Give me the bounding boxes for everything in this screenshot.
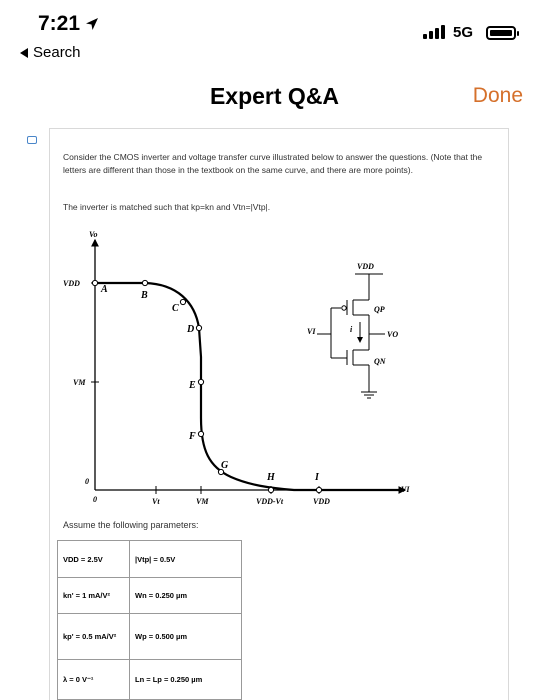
table-cell: kp' = 0.5 mA/V²	[57, 613, 130, 660]
schematic-qp-label: QP	[374, 305, 385, 314]
vtc-figure: A B C D E F G H I Vo VI VDD VM 0 0 Vt VM…	[63, 230, 410, 506]
location-arrow-icon	[86, 18, 99, 30]
label-c: C	[172, 303, 179, 314]
point-i	[315, 486, 323, 494]
clock-time: 7:21	[38, 12, 81, 35]
table-cell: Wn = 0.250 µm	[129, 577, 242, 614]
clock: 7:21	[38, 12, 100, 36]
table-cell: |Vtp| = 0.5V	[129, 540, 242, 578]
table-cell: Wp = 0.500 µm	[129, 613, 242, 660]
point-f	[197, 430, 205, 438]
params-label: Assume the following parameters:	[63, 520, 199, 530]
schematic-vi-label: VI	[307, 327, 316, 336]
table-cell: kn' = 1 mA/V²	[57, 577, 130, 614]
params-table: VDD = 2.5V |Vtp| = 0.5V kn' = 1 mA/V² Wn…	[57, 540, 242, 700]
schematic-qn-label: QN	[374, 357, 387, 366]
back-to-search-link[interactable]: Search	[20, 44, 81, 61]
x-tick-vdd: VDD	[313, 497, 330, 506]
checkbox-icon[interactable]	[27, 136, 37, 144]
x-axis-label: VI	[401, 485, 410, 494]
question-card	[49, 128, 509, 700]
point-g	[217, 468, 225, 476]
label-e: E	[188, 380, 196, 391]
back-triangle-icon	[20, 47, 28, 58]
network-type: 5G	[453, 24, 474, 41]
label-h: H	[266, 472, 276, 483]
table-cell: λ = 0 V⁻¹	[57, 659, 130, 700]
page-title: Expert Q&A	[209, 83, 340, 109]
label-b: B	[140, 290, 148, 301]
schematic-vdd-label: VDD	[357, 262, 374, 271]
point-d	[195, 324, 203, 332]
schematic-vo-label: VO	[387, 330, 398, 339]
y-axis-label: Vo	[89, 230, 97, 239]
point-e	[197, 378, 205, 386]
done-button[interactable]: Done	[472, 84, 523, 107]
label-a: A	[100, 284, 108, 295]
vm-y-label: VM	[73, 378, 86, 387]
zero-y-label: 0	[85, 477, 89, 486]
label-g: G	[221, 460, 229, 471]
point-b	[141, 279, 149, 287]
vdd-y-label: VDD	[63, 279, 80, 288]
question-condition: The inverter is matched such that kp=kn …	[63, 202, 271, 212]
label-d: D	[186, 324, 194, 335]
question-text: Consider the CMOS inverter and voltage t…	[63, 152, 483, 175]
zero-x-label: 0	[93, 495, 97, 504]
table-row: kp' = 0.5 mA/V² Wp = 0.500 µm	[57, 613, 242, 660]
status-bar: 7:21 Search 5G	[0, 0, 549, 70]
table-row: kn' = 1 mA/V² Wn = 0.250 µm	[57, 577, 242, 614]
x-tick-vdd-vt: VDD-Vt	[256, 497, 284, 506]
label-i: I	[314, 472, 320, 483]
point-a	[91, 279, 99, 287]
table-row: VDD = 2.5V |Vtp| = 0.5V	[57, 540, 242, 578]
point-c	[179, 298, 187, 306]
back-label: Search	[33, 44, 81, 61]
schematic-i-label: i	[350, 325, 353, 334]
battery-icon	[486, 26, 519, 40]
cellular-signal-icon	[423, 25, 445, 39]
label-f: F	[188, 431, 196, 442]
cmos-schematic	[317, 273, 385, 399]
table-cell: VDD = 2.5V	[57, 540, 130, 578]
point-h	[267, 486, 275, 494]
table-row: λ = 0 V⁻¹ Ln = Lp = 0.250 µm	[57, 659, 242, 700]
vtc-curve	[95, 281, 405, 492]
x-tick-vm: VM	[196, 497, 209, 506]
table-cell: Ln = Lp = 0.250 µm	[129, 659, 242, 700]
x-tick-vt: Vt	[152, 497, 160, 506]
